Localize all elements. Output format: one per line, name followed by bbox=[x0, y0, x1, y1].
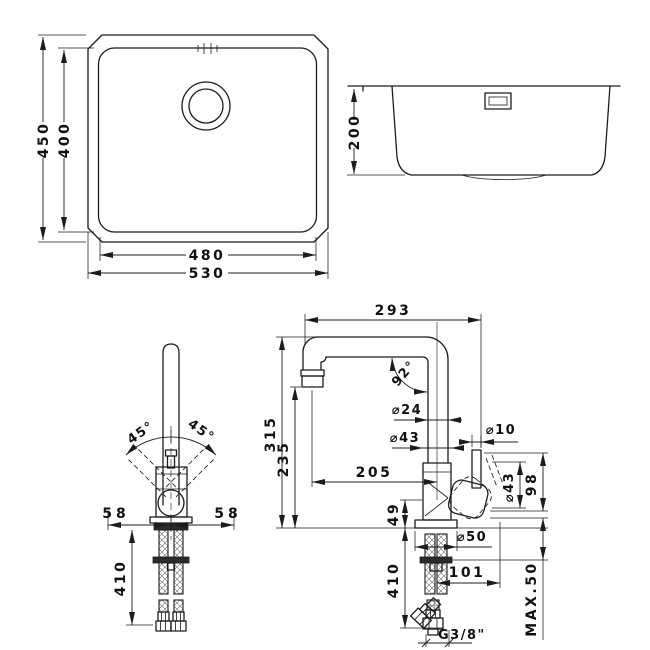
side-outlet-inner bbox=[320, 356, 327, 371]
side-escutcheon bbox=[414, 519, 458, 529]
faucet-front-view: 45° 45° 58 58 410 bbox=[102, 343, 241, 632]
dim-sink-inner-width: 480 bbox=[189, 248, 226, 264]
dim-base-plate-diameter: ⌀50 bbox=[457, 530, 487, 545]
front-hose-connectors bbox=[155, 611, 187, 632]
dim-max-counter: MAX.50 bbox=[524, 561, 540, 636]
sink-outer-outline bbox=[87, 34, 329, 243]
dim-base-height: 49 bbox=[386, 502, 402, 526]
sink-basin-outline bbox=[97, 47, 318, 233]
dim-outlet-height: 235 bbox=[276, 441, 292, 478]
drain-outer-circle bbox=[181, 81, 231, 131]
side-handle-housing-tilted bbox=[449, 476, 492, 520]
sink-side-view: 200 bbox=[347, 85, 621, 180]
dim-handle-diameter: ⌀43 bbox=[502, 472, 517, 502]
bowl-profile bbox=[391, 85, 611, 176]
dim-sink-inner-height: 400 bbox=[57, 122, 73, 159]
counter-rim-line bbox=[347, 85, 621, 92]
front-mounting-tab bbox=[166, 562, 176, 571]
side-mounting-plate bbox=[419, 556, 453, 564]
side-handle-housing bbox=[447, 479, 489, 519]
sink-top-view: 450 400 480 530 bbox=[36, 34, 329, 282]
front-mounting-plate bbox=[152, 556, 190, 564]
dim-lever-diameter: ⌀10 bbox=[486, 423, 516, 438]
drain-inner-circle bbox=[188, 88, 224, 124]
aerator-body bbox=[301, 375, 324, 388]
dim-lever-reach: 101 bbox=[449, 565, 486, 581]
dim-spout-angle: 92° bbox=[389, 358, 419, 390]
dim-outlet-reach: 205 bbox=[356, 465, 393, 481]
faucet-side-view: 293 92° ⌀24 ⌀43 ⌀10 ⌀43 98 315 23 bbox=[263, 303, 548, 648]
front-spout-tube bbox=[162, 343, 180, 506]
dim-side-hose-length: 410 bbox=[386, 562, 402, 599]
side-hose-connector-angled bbox=[409, 596, 442, 629]
bowl-drain-recess bbox=[461, 174, 547, 180]
dim-sink-depth: 200 bbox=[347, 114, 363, 151]
dim-spout-diameter: ⌀24 bbox=[392, 403, 422, 418]
dim-swivel-right: 45° bbox=[185, 417, 217, 446]
dim-spout-reach: 293 bbox=[375, 303, 412, 319]
dim-sink-outer-width: 530 bbox=[189, 266, 226, 282]
side-lever-rod bbox=[471, 449, 482, 489]
side-mounting-tab bbox=[429, 562, 443, 572]
aerator-ring bbox=[300, 369, 325, 377]
dim-handle-height: 98 bbox=[524, 472, 540, 496]
dim-sink-outer-height: 450 bbox=[36, 122, 52, 159]
side-lever-tilted bbox=[485, 454, 504, 488]
dim-offset-left: 58 bbox=[102, 506, 129, 522]
dim-total-height: 315 bbox=[263, 416, 279, 453]
dim-offset-right: 58 bbox=[214, 506, 241, 522]
dim-thread: G3/8" bbox=[438, 628, 486, 643]
dim-body-diameter: ⌀43 bbox=[390, 431, 420, 446]
side-spout-outer bbox=[317, 336, 449, 464]
front-lever-rod bbox=[166, 455, 176, 469]
dim-front-hose-length: 410 bbox=[113, 560, 129, 597]
dim-swivel-left: 45° bbox=[125, 419, 157, 448]
overflow-opening-outer bbox=[484, 92, 512, 110]
overflow-opening-inner bbox=[488, 96, 508, 106]
overflow-marks bbox=[197, 43, 218, 54]
